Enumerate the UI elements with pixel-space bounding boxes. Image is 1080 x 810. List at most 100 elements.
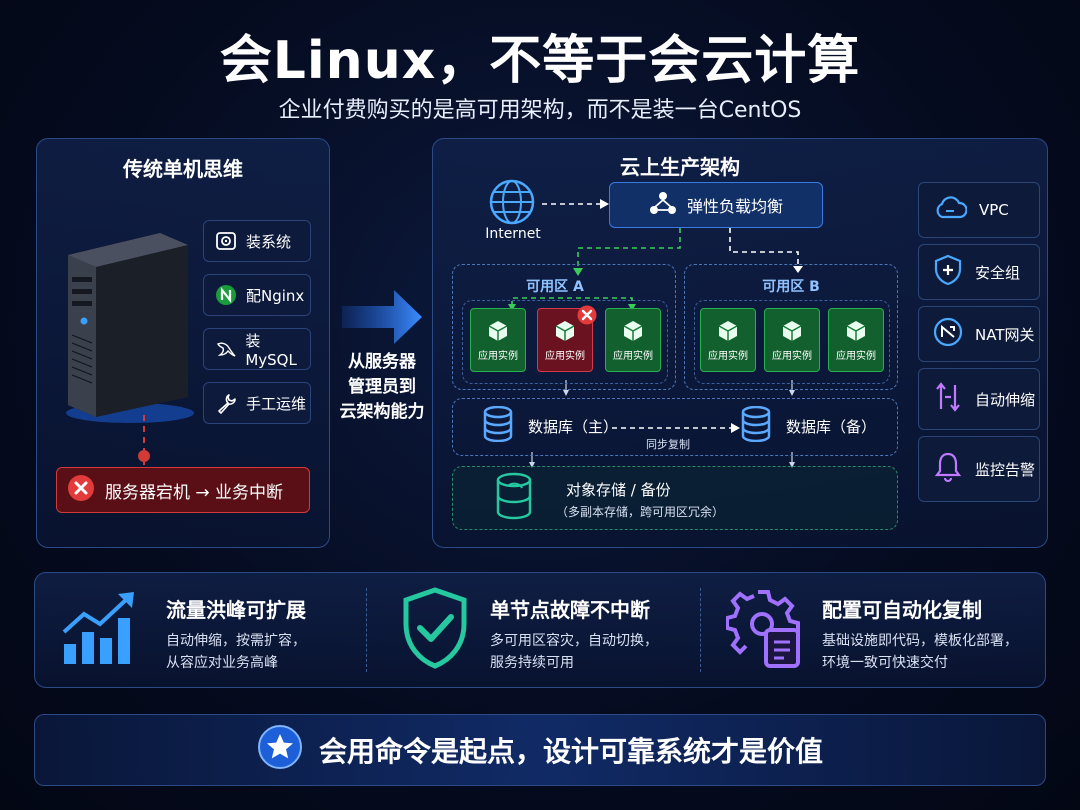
server-failure-box: 服务器宕机 → 业务中断 (56, 467, 310, 513)
traditional-panel-title: 传统单机思维 (123, 157, 243, 181)
task-label: 手工运维 (246, 394, 307, 413)
cloud-panel-title: 云上生产架构 (620, 155, 740, 179)
cube-icon (844, 319, 868, 343)
disk-icon (214, 229, 238, 253)
footer-text: 会用命令是起点，设计可靠系统才是价值 (318, 735, 823, 768)
service-auto-scaling: 自动伸缩 (918, 368, 1040, 430)
network-nodes-icon (649, 191, 677, 219)
error-x-icon (67, 474, 95, 507)
database-primary-icon (482, 406, 514, 446)
load-balancer: 弹性负载均衡 (609, 182, 823, 228)
load-balancer-label: 弹性负载均衡 (686, 197, 783, 216)
database-replica-icon (740, 406, 772, 446)
cube-icon (621, 319, 645, 343)
instance-label: 应用实例 (772, 350, 812, 362)
transition-text: 从服务器 管理员到 云架构能力 (332, 350, 432, 425)
service-label: VPC (979, 201, 1009, 219)
failure-connector (143, 415, 145, 465)
mysql-dolphin-icon (214, 337, 237, 361)
app-instance: 应用实例 (700, 308, 756, 372)
zone-b-label: 可用区 B (762, 279, 820, 295)
transition-line: 管理员到 (348, 377, 416, 397)
feature-line: 从容应对业务高峰 (166, 655, 278, 671)
failure-connector-dot (138, 450, 150, 462)
transition-line: 从服务器 (348, 352, 416, 372)
service-security-group: 安全组 (918, 244, 1040, 300)
globe-icon (488, 178, 536, 226)
app-instance: 应用实例 (605, 308, 661, 372)
zone-a-instance-group (462, 300, 668, 384)
nat-arrow-icon (933, 317, 963, 351)
bell-icon (933, 451, 963, 487)
transition-arrow-icon (342, 288, 424, 346)
storage-bucket-icon (494, 472, 534, 526)
app-instance: 应用实例 (470, 308, 526, 372)
cube-icon (486, 319, 510, 343)
feature-divider (700, 588, 701, 672)
sync-replication-label: 同步复制 (646, 438, 690, 451)
cloud-icon (933, 195, 968, 225)
task-manual-ops: 手工运维 (203, 382, 311, 424)
task-install-os: 装系统 (203, 220, 311, 262)
instance-label: 应用实例 (478, 350, 518, 362)
cube-icon (553, 319, 577, 343)
feature-title: 配置可自动化复制 (822, 598, 982, 622)
service-monitoring-alert: 监控告警 (918, 436, 1040, 502)
server-illustration (60, 225, 200, 425)
feature-title: 流量洪峰可扩展 (166, 598, 306, 622)
page-title: 会Linux，不等于会云计算 (219, 31, 861, 91)
autoscale-icon (933, 381, 963, 417)
page-subtitle: 企业付费购买的是高可用架构，而不是装一台CentOS (278, 98, 802, 123)
feature-title: 单节点故障不中断 (490, 598, 650, 622)
transition-line: 云架构能力 (339, 402, 425, 422)
features-strip (34, 572, 1046, 688)
database-row (452, 398, 898, 456)
service-vpc: VPC (918, 182, 1040, 238)
task-install-mysql: 装MySQL (203, 328, 311, 370)
feature-description: 自动伸缩，按需扩容， 从容应对业务高峰 (166, 630, 306, 674)
feature-line: 自动伸缩，按需扩容， (166, 633, 306, 649)
shield-plus-icon (933, 254, 963, 290)
service-label: 安全组 (975, 263, 1021, 282)
task-label: 装MySQL (245, 331, 297, 369)
feature-line: 环境一致可快速交付 (822, 655, 948, 671)
zone-a-label: 可用区 A (526, 279, 584, 295)
zone-b-instance-group (694, 300, 890, 384)
footer-banner: 会用命令是起点，设计可靠系统才是价值 (34, 714, 1046, 786)
nginx-icon (214, 283, 238, 307)
wrench-icon (214, 391, 238, 415)
feature-divider (366, 588, 367, 672)
internet-label: Internet (485, 226, 541, 242)
growth-chart-icon (60, 588, 144, 672)
task-label: 装系统 (246, 232, 292, 251)
availability-zone-b (684, 264, 898, 390)
instance-label: 应用实例 (545, 350, 585, 362)
app-instance: 应用实例 (764, 308, 820, 372)
task-config-nginx: 配Nginx (203, 274, 311, 316)
database-replica-label: 数据库（备） (786, 418, 877, 436)
storage-description: （多副本存储，跨可用区冗余） (556, 505, 725, 519)
service-nat-gateway: NAT网关 (918, 306, 1040, 362)
task-label: 配Nginx (246, 286, 305, 305)
service-label: NAT网关 (975, 325, 1035, 344)
feature-description: 基础设施即代码，模板化部署， 环境一致可快速交付 (822, 630, 1018, 674)
star-badge-icon (257, 724, 303, 777)
feature-line: 服务持续可用 (490, 655, 574, 671)
instance-label: 应用实例 (708, 350, 748, 362)
instance-label: 应用实例 (836, 350, 876, 362)
service-label: 自动伸缩 (975, 390, 1036, 409)
feature-description: 多可用区容灾，自动切换， 服务持续可用 (490, 630, 658, 674)
cube-icon (716, 319, 740, 343)
failure-text: 服务器宕机 → 业务中断 (105, 482, 284, 503)
instance-label: 应用实例 (613, 350, 653, 362)
service-label: 监控告警 (975, 460, 1036, 479)
feature-line: 基础设施即代码，模板化部署， (822, 633, 1018, 649)
storage-title: 对象存储 / 备份 (566, 481, 671, 499)
app-instance: 应用实例 (828, 308, 884, 372)
instance-error-icon (577, 305, 597, 325)
cube-icon (780, 319, 804, 343)
availability-zone-a (452, 264, 676, 390)
database-primary-label: 数据库（主） (528, 418, 619, 436)
gear-document-icon (725, 586, 806, 674)
